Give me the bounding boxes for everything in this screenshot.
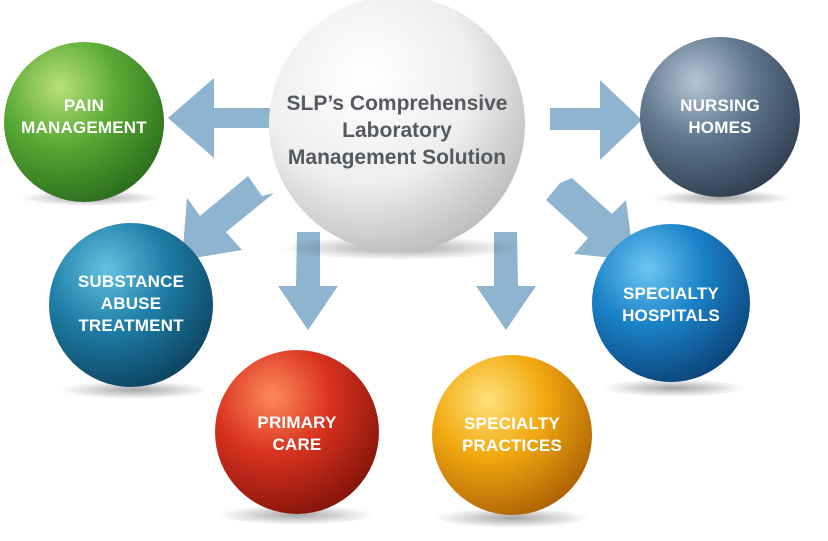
label-line: HOMES bbox=[688, 118, 752, 137]
primary-care-sphere bbox=[215, 350, 379, 514]
substance-abuse-treatment-label: SUBSTANCE ABUSE TREATMENT bbox=[46, 271, 216, 337]
label-line: NURSING bbox=[680, 96, 760, 115]
label-line: HOSPITALS bbox=[622, 306, 720, 325]
label-line: ABUSE bbox=[100, 294, 162, 313]
hub-sphere bbox=[269, 0, 525, 252]
hub-label-line: Management Solution bbox=[287, 146, 507, 169]
label-line: CARE bbox=[272, 435, 322, 454]
substance-abuse-treatment-sphere bbox=[49, 223, 213, 387]
pain-management-sphere bbox=[4, 42, 164, 202]
label-line: PRIMARY bbox=[257, 413, 337, 432]
label-line: PAIN bbox=[63, 96, 105, 115]
label-line: MANAGEMENT bbox=[21, 118, 147, 137]
label-line: SUBSTANCE bbox=[77, 272, 185, 291]
nursing-homes-label: NURSING HOMES bbox=[640, 95, 800, 139]
label-line: SPECIALTY bbox=[464, 414, 560, 433]
arrow-to-nursing-homes bbox=[550, 80, 642, 160]
arrow-to-primary-care bbox=[278, 232, 338, 330]
hub-label-line: Laboratory bbox=[342, 119, 452, 142]
nursing-homes-sphere bbox=[640, 37, 800, 197]
arrows bbox=[168, 78, 642, 330]
arrow-to-pain-management bbox=[168, 78, 277, 158]
label-line: TREATMENT bbox=[78, 316, 184, 335]
arrow-to-substance-abuse-treatment bbox=[182, 176, 274, 260]
specialty-hospitals-sphere bbox=[592, 224, 750, 382]
arrow-to-specialty-practices bbox=[476, 232, 536, 330]
hub-label: SLP’s Comprehensive Laboratory Managemen… bbox=[257, 90, 537, 171]
label-line: SPECIALTY bbox=[623, 284, 719, 303]
label-line: PRACTICES bbox=[461, 436, 563, 455]
arrow-to-specialty-hospitals bbox=[546, 178, 634, 260]
hub-label-line: SLP’s Comprehensive bbox=[286, 92, 508, 115]
specialty-hospitals-label: SPECIALTY HOSPITALS bbox=[591, 283, 751, 327]
specialty-practices-label: SPECIALTY PRACTICES bbox=[432, 413, 592, 457]
pain-management-label: PAIN MANAGEMENT bbox=[4, 95, 164, 139]
primary-care-label: PRIMARY CARE bbox=[217, 412, 377, 456]
specialty-practices-sphere bbox=[432, 355, 592, 515]
